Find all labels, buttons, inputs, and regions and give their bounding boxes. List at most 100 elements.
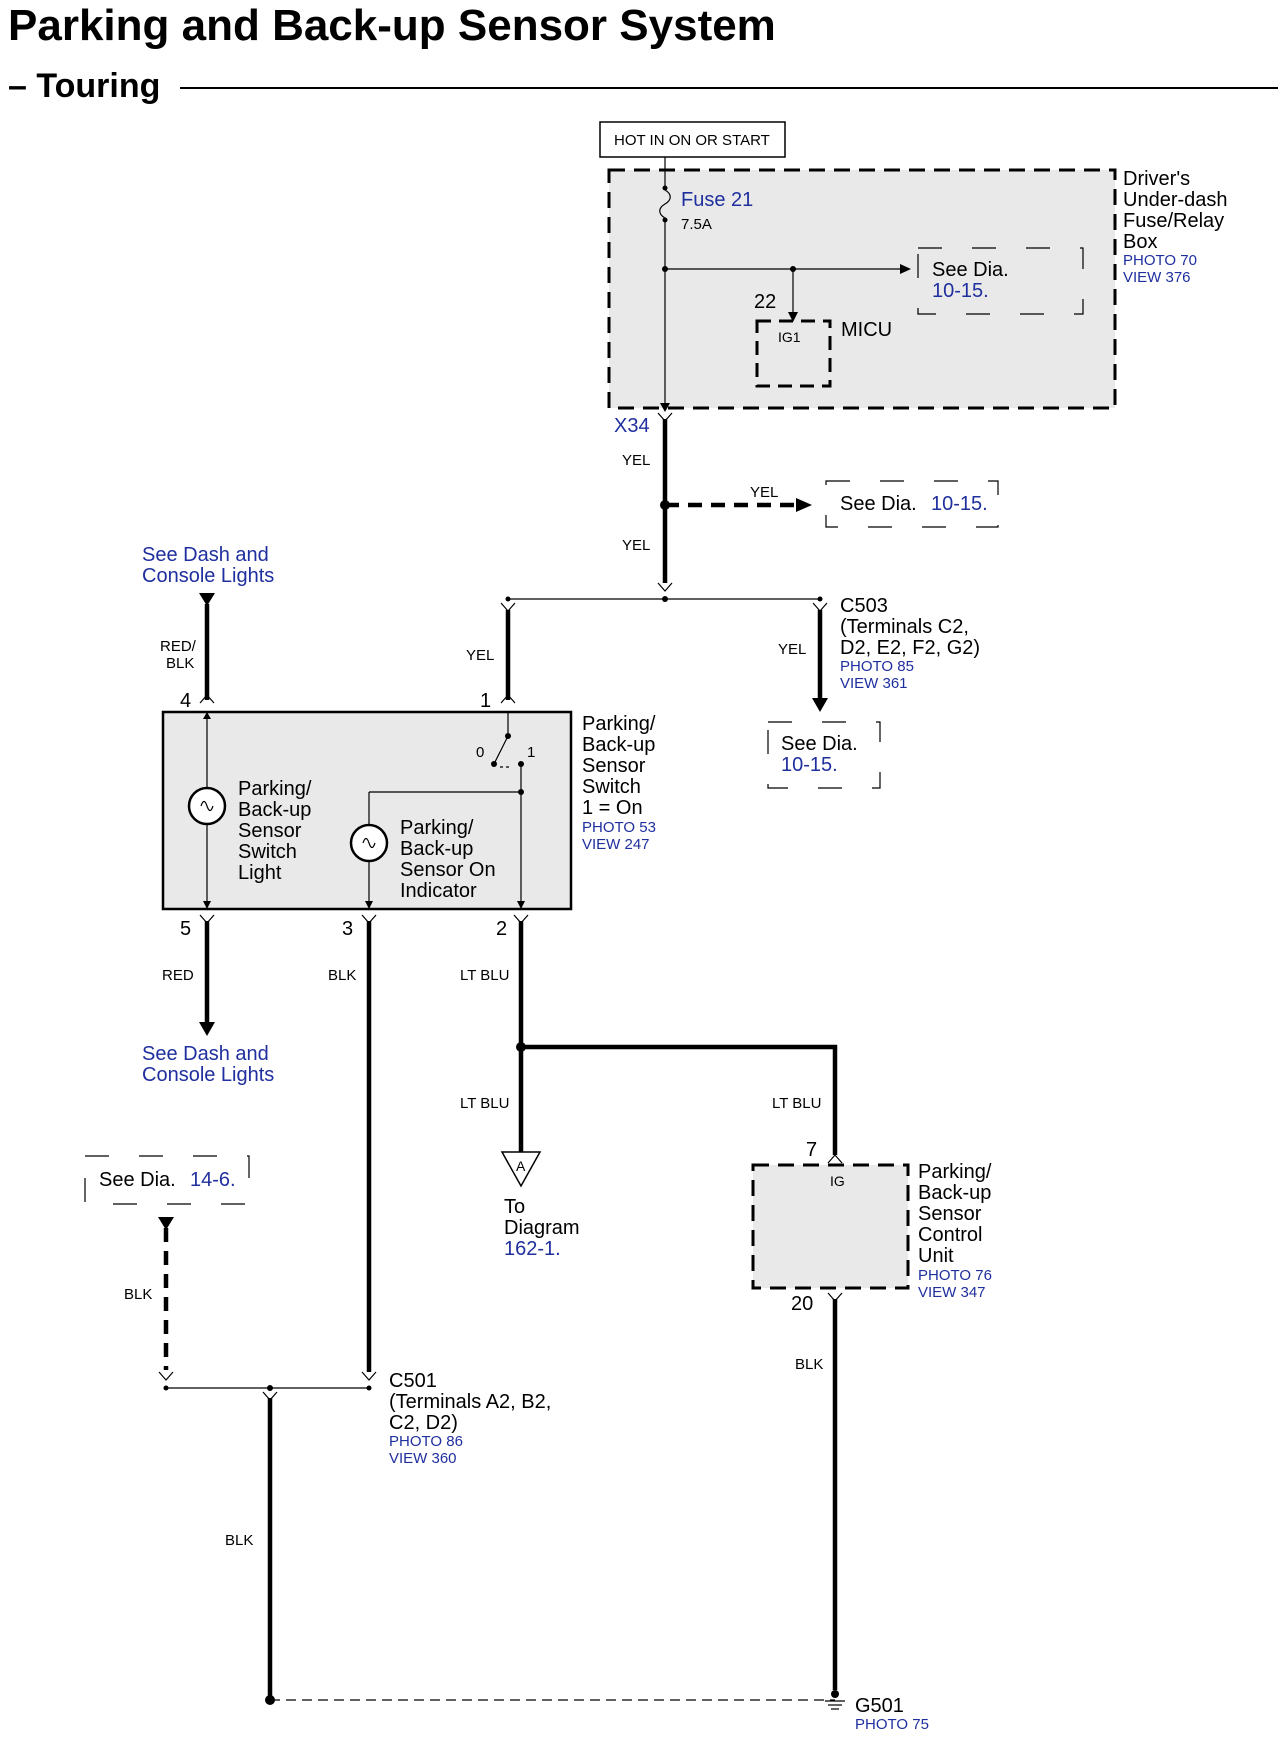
- wire-yel-2: YEL: [622, 537, 650, 554]
- cu-view[interactable]: VIEW 347: [918, 1284, 986, 1301]
- c503-ref-see: See Dia.: [781, 733, 858, 755]
- switch-light-line-2: Back-up: [238, 799, 311, 821]
- switch-output-arrow-icon: [517, 901, 525, 909]
- wire-blk-3: BLK: [328, 967, 356, 984]
- ground-photo[interactable]: PHOTO 75: [855, 1716, 929, 1733]
- yel-ref-link[interactable]: 10-15.: [931, 493, 988, 515]
- ref-14-arrow-icon: [158, 1217, 174, 1230]
- switch-name-2: Back-up: [582, 734, 655, 756]
- c503-terminals-1: (Terminals C2,: [840, 616, 969, 638]
- connector-a-icon: [500, 1151, 542, 1188]
- switch-pin-5: 5: [180, 918, 191, 940]
- c501-terminal-right: [366, 1385, 372, 1391]
- power-label-box: [599, 121, 786, 158]
- cu-pin-ig: IG: [830, 1173, 845, 1189]
- switch-pin-3: 3: [342, 918, 353, 940]
- switch-pin-1: 1: [480, 690, 491, 712]
- wire-lt-blu-a: LT BLU: [460, 1095, 509, 1112]
- dash-bottom-line-1[interactable]: See Dash and: [142, 1043, 269, 1065]
- yel-ref-see: See Dia.: [840, 493, 917, 515]
- switch-pin4-connector-icon: [199, 694, 215, 704]
- fuse-box-name-4: Box: [1123, 231, 1157, 253]
- cu-pin-7: 7: [806, 1139, 817, 1161]
- c501-terminal-left: [163, 1385, 169, 1391]
- cu-photo[interactable]: PHOTO 76: [918, 1267, 992, 1284]
- yel-branch-arrow-icon: [796, 498, 812, 512]
- dash-top-line-1[interactable]: See Dash and: [142, 544, 269, 566]
- c503-view[interactable]: VIEW 361: [840, 675, 908, 692]
- c503-arrow-icon: [812, 698, 828, 712]
- page-subtitle: – Touring: [8, 67, 160, 105]
- fuse-21-icon: [659, 189, 671, 219]
- c501-splice: [267, 1385, 273, 1391]
- connector-a-letter: A: [516, 1158, 526, 1174]
- dash-top-line-2[interactable]: Console Lights: [142, 565, 274, 587]
- switch-feed-connector-icon: [500, 602, 516, 612]
- wire-red: RED: [162, 967, 194, 984]
- ref-14-box: [84, 1155, 250, 1205]
- cu-name-2: Back-up: [918, 1182, 991, 1204]
- fuse-top-terminal: [662, 185, 668, 191]
- switch-name-1: Parking/: [582, 713, 656, 735]
- ground-splice: [831, 1690, 839, 1698]
- switch-light-line-3: Sensor: [238, 820, 302, 842]
- micu-arrow-icon: [788, 312, 798, 322]
- c503-ref-link[interactable]: 10-15.: [781, 754, 838, 776]
- ref-14-link[interactable]: 14-6.: [190, 1169, 236, 1191]
- c501-name: C501: [389, 1370, 437, 1392]
- fuse-box: [607, 168, 1117, 410]
- switch-name-5: 1 = On: [582, 797, 643, 819]
- switch-photo[interactable]: PHOTO 53: [582, 819, 656, 836]
- switch-light-bottom-arrow-icon: [203, 901, 211, 909]
- c503-ref-box: [767, 721, 881, 789]
- switch-pos-off: 0: [476, 744, 484, 761]
- cu-name-3: Sensor: [918, 1203, 982, 1225]
- c503-terminal: [817, 596, 823, 602]
- c503-photo[interactable]: PHOTO 85: [840, 658, 914, 675]
- cu-name-1: Parking/: [918, 1161, 992, 1183]
- switch-view[interactable]: VIEW 247: [582, 836, 650, 853]
- c503-connector-icon: [812, 602, 828, 612]
- switch-pos-on: 1: [527, 744, 535, 761]
- fuse-box-name-3: Fuse/Relay: [1123, 210, 1224, 232]
- fuse-box-name-1: Driver's: [1123, 168, 1190, 190]
- switch-light-filament-icon: [200, 800, 214, 812]
- yel-split-splice: [662, 596, 668, 602]
- indicator-line-4: Indicator: [400, 880, 477, 902]
- micu-pin-ig1: IG1: [778, 329, 801, 345]
- wire-red-blk-2: BLK: [166, 655, 194, 672]
- wire-lt-blu-cu: LT BLU: [772, 1095, 821, 1112]
- switch-name-4: Switch: [582, 776, 641, 798]
- c501-view[interactable]: VIEW 360: [389, 1450, 457, 1467]
- blk-left-connector-icon: [158, 1371, 174, 1381]
- fuse-box-name-2: Under-dash: [1123, 189, 1228, 211]
- wire-lt-blu-2: LT BLU: [460, 967, 509, 984]
- connector-a-line-2: Diagram: [504, 1217, 580, 1239]
- c501-photo[interactable]: PHOTO 86: [389, 1433, 463, 1450]
- power-label: HOT IN ON OR START: [614, 132, 770, 149]
- dash-bottom-line-2[interactable]: Console Lights: [142, 1064, 274, 1086]
- cu-name-5: Unit: [918, 1245, 954, 1267]
- fuse-name: Fuse 21: [681, 189, 753, 211]
- connector-a-link[interactable]: 162-1.: [504, 1238, 561, 1260]
- c503-terminals-2: D2, E2, F2, G2): [840, 637, 980, 659]
- wire-blk-left: BLK: [124, 1286, 152, 1303]
- c503-name: C503: [840, 595, 888, 617]
- fuse-out-arrow-icon: [660, 403, 670, 412]
- indicator-arrow-icon: [365, 901, 373, 909]
- fuse-ref-link[interactable]: 10-15.: [932, 280, 989, 302]
- dash-top-arrow-icon: [199, 593, 215, 606]
- fuse-box-photo[interactable]: PHOTO 70: [1123, 252, 1197, 269]
- ref-14-see: See Dia.: [99, 1169, 176, 1191]
- lt-blu-cu-wire: [521, 1044, 838, 1155]
- switch-light-line-5: Light: [238, 862, 282, 884]
- cu-pin7-connector-icon: [827, 1154, 843, 1164]
- fuse-box-view[interactable]: VIEW 376: [1123, 269, 1191, 286]
- switch-feed-terminal: [505, 596, 511, 602]
- switch-name-3: Sensor: [582, 755, 646, 777]
- wire-yel-switch: YEL: [466, 647, 494, 664]
- switch-lever: [493, 735, 509, 765]
- indicator-line-1: Parking/: [400, 817, 474, 839]
- ground-name: G501: [855, 1695, 904, 1717]
